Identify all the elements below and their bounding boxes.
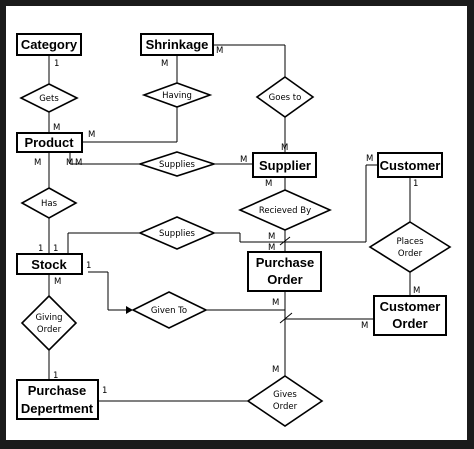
card-shrinkage-goesto: M	[216, 46, 223, 56]
relationship-places-order: Places Order	[368, 221, 452, 273]
relationship-supplies-stock: Supplies	[137, 216, 217, 250]
relationship-gives-order-label-line2: Order	[273, 402, 298, 412]
card-customer-supplies: M	[366, 154, 373, 164]
card-givento-po: M	[272, 298, 279, 308]
entity-shrinkage: Shrinkage	[140, 33, 214, 56]
entity-customer: Customer	[377, 152, 443, 178]
entity-purchase-order: Purchase Order	[247, 251, 322, 292]
entity-category: Category	[16, 33, 82, 56]
card-pd-gives: 1	[102, 386, 107, 396]
entity-purchase-order-label-line1: Purchase	[256, 255, 315, 270]
card-customer-places: 1	[413, 179, 418, 189]
entity-product: Product	[16, 132, 83, 153]
relationship-gets-label: Gets	[39, 94, 59, 104]
relationship-has: Has	[20, 187, 78, 219]
entity-purchase-order-label-line2: Order	[267, 272, 302, 287]
relationship-places-order-label-line1: Places	[396, 237, 424, 247]
relationship-having-label: Having	[162, 91, 192, 101]
card-category-gets: 1	[54, 59, 59, 69]
card-stock-givento: 1	[86, 261, 91, 271]
card-gives-po: M	[272, 365, 279, 375]
relationship-giving-order: Giving Order	[20, 294, 78, 352]
entity-customer-label: Customer	[380, 158, 441, 173]
card-supplies-po: M	[268, 243, 275, 253]
card-has-stock-right: 1	[53, 244, 58, 254]
entity-customer-order: Customer Order	[373, 295, 447, 336]
entity-purchase-department-label-line2: Depertment	[21, 401, 94, 416]
entity-supplier-label: Supplier	[259, 158, 311, 173]
relationship-gives-order-label-line1: Gives	[273, 390, 297, 400]
card-has-stock-left: 1	[38, 244, 43, 254]
card-supplier-recieved: M	[265, 179, 272, 189]
relationship-gives-order: Gives Order	[246, 375, 324, 427]
cardinality-labels: 1 M M M M M M M M M M M M M 1 M 1 1 1 M …	[34, 46, 420, 396]
relationship-giving-order-label-line2: Order	[37, 325, 62, 335]
card-product-has: M	[34, 158, 41, 168]
relationship-supplies-stock-label: Supplies	[159, 229, 196, 239]
relationship-giving-order-label-line1: Giving	[35, 313, 62, 323]
entity-stock-label: Stock	[31, 257, 67, 272]
card-shrinkage-having: M	[161, 59, 168, 69]
card-product-supplies: M	[66, 158, 73, 168]
relationship-recieved-by: Recieved By	[238, 189, 332, 231]
card-places-co: M	[413, 286, 420, 296]
entity-shrinkage-label: Shrinkage	[146, 37, 209, 52]
card-stock-giving: M	[54, 277, 61, 287]
relationship-given-to-label: Given To	[151, 306, 187, 316]
card-goesto-supplier: M	[281, 143, 288, 153]
entity-supplier: Supplier	[252, 152, 317, 178]
relationship-goes-to-label: Goes to	[269, 93, 302, 103]
relationship-supplies-product-label: Supplies	[159, 160, 196, 170]
entity-customer-order-label-line2: Order	[392, 316, 427, 331]
entity-product-label: Product	[24, 135, 74, 150]
card-gets-product: M	[53, 123, 60, 133]
relationship-given-to: Given To	[131, 291, 208, 329]
relationship-having: Having	[141, 82, 213, 108]
relationship-recieved-by-label: Recieved By	[259, 206, 311, 216]
relationship-gets: Gets	[19, 83, 79, 113]
relationship-has-label: Has	[41, 199, 58, 209]
connector-lines	[48, 44, 411, 402]
card-recieved-po: M	[268, 232, 275, 242]
entity-purchase-department: Purchase Depertment	[16, 379, 99, 420]
diagram-background	[6, 6, 467, 440]
card-co-givento: M	[361, 321, 368, 331]
card-giving-pd: 1	[53, 371, 58, 381]
entity-category-label: Category	[21, 37, 78, 52]
entity-purchase-department-label-line1: Purchase	[28, 383, 87, 398]
relationship-places-order-label-line2: Order	[398, 249, 423, 259]
relationship-goes-to: Goes to	[255, 76, 315, 118]
entity-customer-order-label-line1: Customer	[380, 299, 441, 314]
relationship-supplies-product: Supplies	[137, 151, 217, 177]
card-product-having: M	[88, 130, 95, 140]
entity-stock: Stock	[16, 253, 83, 275]
card-product-supplies-2: M	[75, 158, 82, 168]
card-supplies-supplier: M	[240, 155, 247, 165]
